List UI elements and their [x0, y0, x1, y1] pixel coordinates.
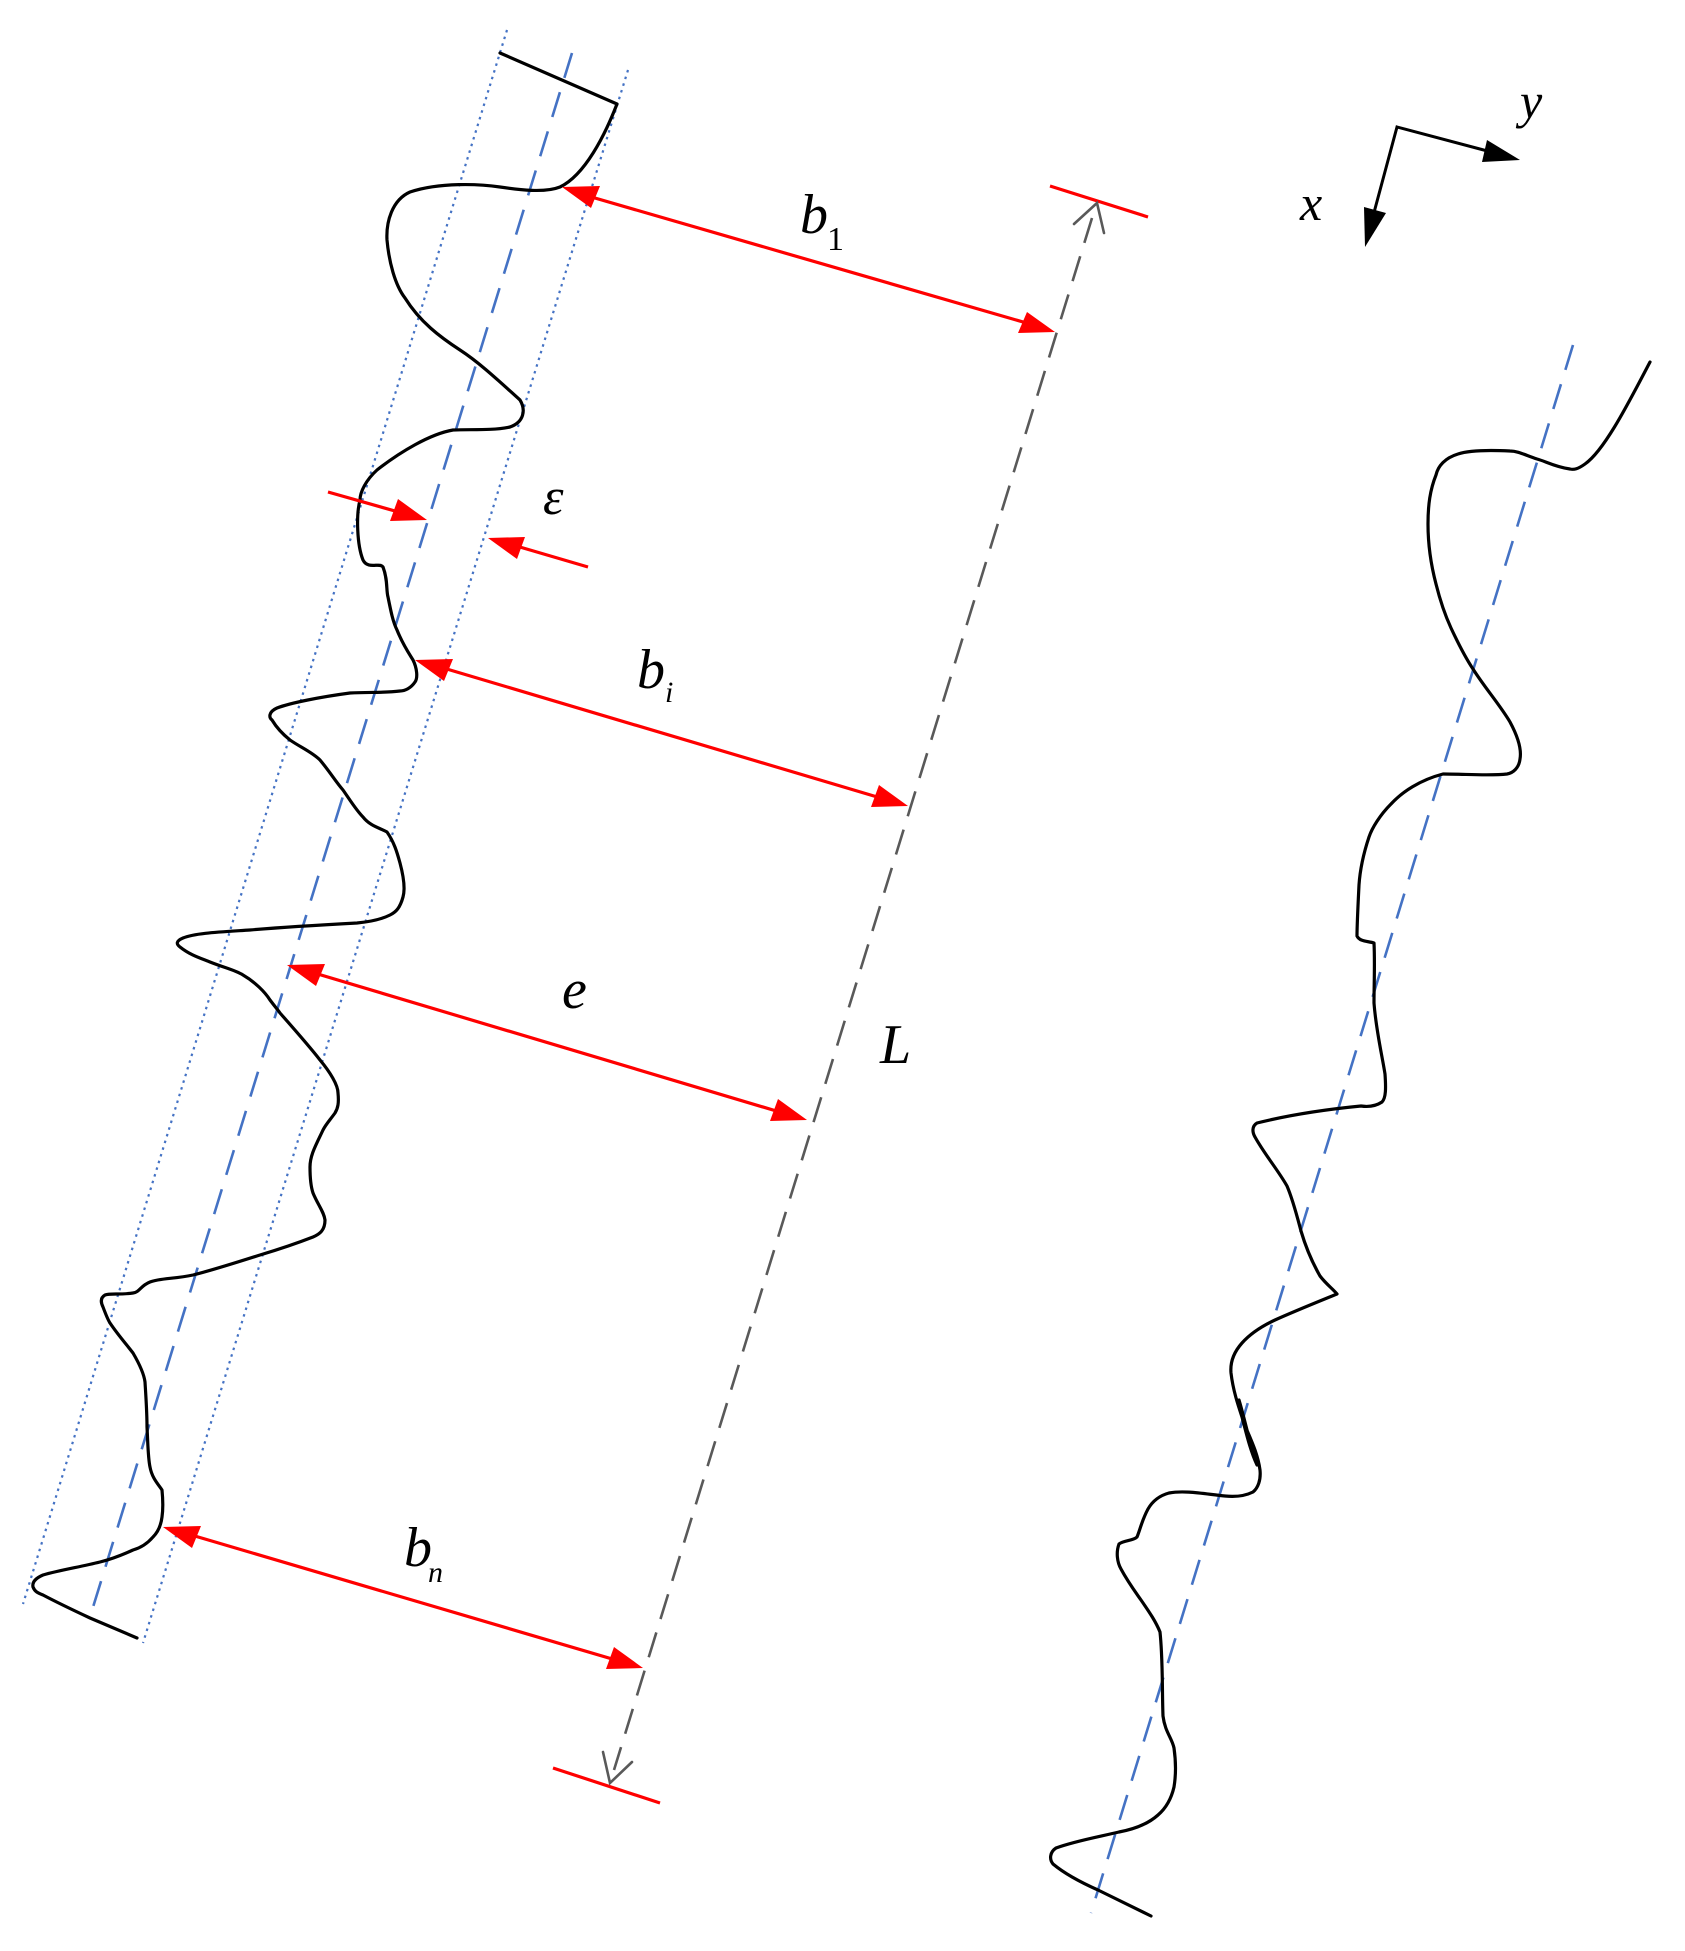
epsilon-arrowhead-in-left: [390, 499, 427, 521]
b1-arrowhead-left: [562, 186, 600, 208]
tolerance-band: [21, 29, 630, 1644]
e-arrowhead-right: [770, 1099, 807, 1121]
e-arrowhead-left: [287, 964, 325, 986]
bi-arrowhead-right: [871, 785, 908, 807]
label-axis-x: x: [1299, 175, 1322, 231]
label-b1: b: [800, 184, 828, 246]
label-axis-y: y: [1515, 73, 1543, 129]
length-arrowhead-top: [1072, 200, 1106, 235]
bn-arrowhead-left: [163, 1526, 201, 1548]
band-left-line: [21, 29, 509, 1605]
label-e: e: [562, 959, 587, 1021]
dimension-arrows: [163, 186, 1055, 1669]
b1-arrow: [562, 186, 1055, 333]
length-dimension: [552, 184, 1149, 1805]
mean-line-right: [1089, 344, 1575, 1914]
bi-arrow: [415, 659, 908, 807]
axes-lines: [1370, 125, 1496, 221]
label-bi: b: [637, 639, 665, 701]
b1-arrowhead-right: [1018, 312, 1055, 333]
length-bottom-tick: [552, 1766, 661, 1805]
bi-arrowhead-left: [415, 659, 453, 681]
coordinate-axes: [1364, 125, 1520, 247]
label-epsilon: ε: [543, 469, 564, 526]
rough-profile-left: [31, 51, 619, 1640]
length-top-tick: [1049, 184, 1149, 219]
labels: b 1 ε b i e L b n x y: [404, 73, 1543, 1589]
epsilon-arrowhead-in-right: [488, 537, 525, 559]
length-line: [612, 217, 1094, 1771]
bn-arrow: [163, 1526, 643, 1669]
label-bn-subscript: n: [428, 1556, 443, 1589]
rough-profile-right: [1049, 360, 1652, 1918]
x-axis-arrowhead: [1364, 207, 1386, 247]
e-arrow: [287, 964, 807, 1121]
bn-arrowhead-right: [606, 1647, 643, 1669]
band-right-line: [141, 69, 630, 1644]
y-axis-arrowhead: [1482, 140, 1520, 162]
mean-line-left: [88, 52, 574, 1618]
label-L: L: [879, 1014, 911, 1076]
label-bi-subscript: i: [665, 676, 673, 709]
label-b1-subscript: 1: [827, 221, 844, 258]
epsilon-arrows: [327, 490, 589, 569]
length-arrowhead-bottom: [601, 1750, 634, 1786]
label-bn: b: [404, 1517, 432, 1579]
